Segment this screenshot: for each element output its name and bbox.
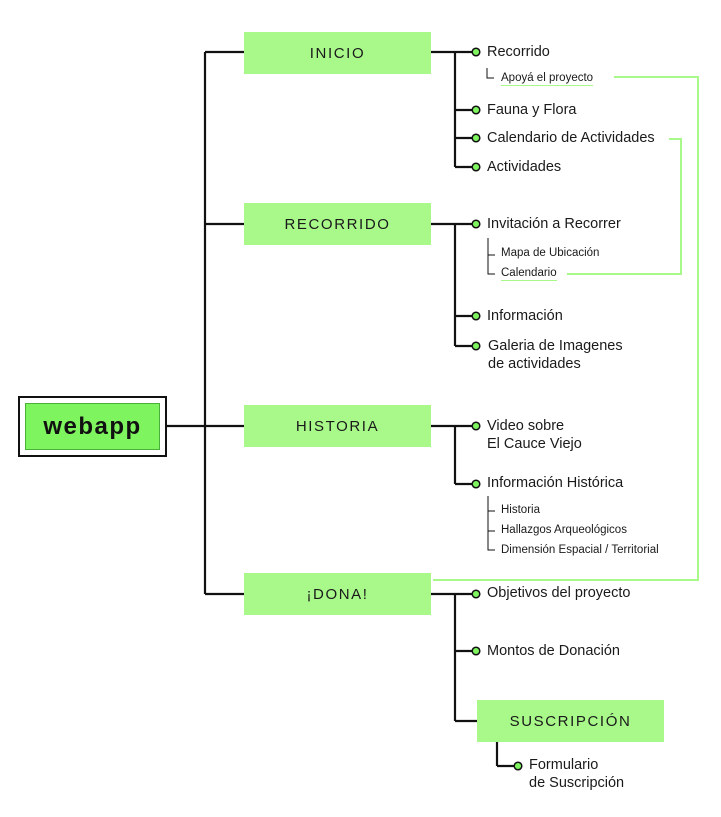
cross-links (433, 76, 699, 581)
item-invitacion-recorrer: Invitación a Recorrer (487, 216, 621, 232)
item-montos-donacion: Montos de Donación (487, 643, 620, 659)
section-dona: ¡DONA! (244, 573, 431, 615)
root-label: webapp (25, 403, 160, 450)
sub-mapa-ubicacion: Mapa de Ubicación (501, 247, 600, 259)
item-informacion: Información (487, 308, 563, 324)
item-objetivos-proyecto: Objetivos del proyecto (487, 585, 631, 601)
item-video-cauce-viejo: Video sobre El Cauce Viejo (487, 418, 582, 452)
item-calendario-actividades: Calendario de Actividades (487, 130, 655, 146)
node-dots (471, 47, 523, 771)
sub-dimension-espacial: Dimensión Espacial / Territorial (501, 544, 659, 556)
sub-calendario: Calendario (501, 267, 557, 281)
item-actividades: Actividades (487, 159, 562, 175)
section-recorrido: RECORRIDO (244, 203, 431, 245)
item-recorrido: Recorrido (487, 44, 550, 60)
item-galeria-imagenes: Galeria de Imagenes de actividades (488, 338, 623, 372)
section-inicio: INICIO (244, 32, 431, 74)
item-informacion-historica: Información Histórica (487, 475, 624, 491)
section-historia: HISTORIA (244, 405, 431, 447)
sub-hallazgos: Hallazgos Arqueológicos (501, 524, 627, 536)
sub-historia: Historia (501, 504, 540, 516)
item-fauna-flora: Fauna y Flora (487, 102, 577, 118)
sub-brackets (486, 68, 495, 551)
sub-apoya-proyecto: Apoyá el proyecto (501, 72, 594, 86)
item-formulario-suscripcion: Formulario de Suscripción (529, 757, 625, 791)
root-node: webapp (18, 396, 167, 457)
section-suscripcion: SUSCRIPCIÓN (477, 700, 664, 742)
